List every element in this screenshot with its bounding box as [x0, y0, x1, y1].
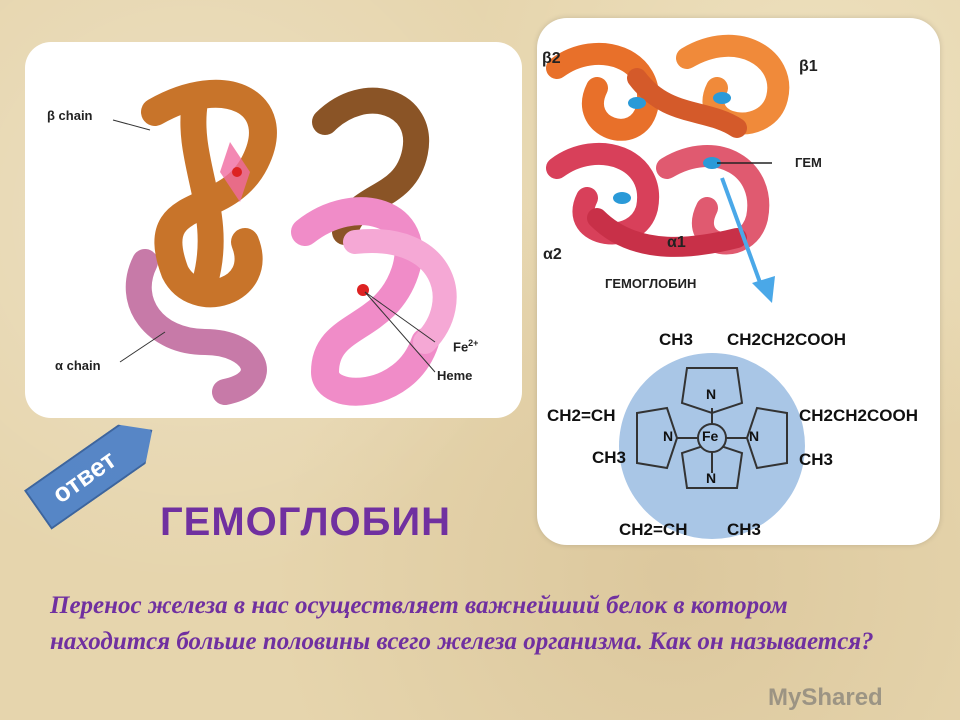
label-alpha2: α2	[543, 246, 562, 263]
label-gem: ГЕМ	[795, 155, 822, 170]
label-alpha-chain: α chain	[55, 358, 101, 373]
hemoglobin-diagram-right: β2 β1 ГЕМ α2 α1 ГЕМОГЛОБИН CH3 CH2CH2COO…	[537, 18, 940, 545]
protein-chains-illustration	[112, 79, 457, 406]
nitrogen-left: N	[663, 428, 674, 444]
nitrogen-top: N	[706, 386, 717, 402]
label-heme: Heme	[437, 368, 473, 383]
label-beta-chain: β chain	[47, 108, 93, 123]
label-beta1: β1	[799, 58, 818, 75]
hemoglobin-and-heme-illustration	[546, 34, 805, 539]
label-beta2: β2	[542, 50, 561, 67]
group-bottom-right: CH3	[727, 520, 762, 539]
group-left-bottom: CH3	[592, 448, 627, 467]
group-right-top: CH2CH2COOH	[799, 406, 919, 425]
group-top-right: CH2CH2COOH	[727, 330, 847, 349]
nitrogen-right: N	[749, 428, 760, 444]
group-bottom-left: CH2=CH	[619, 520, 688, 539]
label-alpha1: α1	[667, 234, 686, 251]
hemoglobin-diagram-left: β chain α chain Fe2+ Heme	[25, 42, 522, 418]
label-fe: Fe2+	[453, 338, 479, 355]
watermark-logo: MyShared	[768, 684, 883, 711]
group-top-left: CH3	[659, 330, 694, 349]
slide-title: ГЕМОГЛОБИН	[160, 500, 452, 544]
hemoglobin-caption: ГЕМОГЛОБИН	[605, 276, 697, 291]
question-text: Перенос железа в нас осуществляет важней…	[50, 592, 874, 655]
iron-atom: Fe	[702, 428, 719, 444]
group-right-bottom: CH3	[799, 450, 834, 469]
group-left-top: CH2=CH	[547, 406, 616, 425]
nitrogen-bottom: N	[706, 470, 717, 486]
answer-button[interactable]: ответ	[24, 410, 166, 530]
